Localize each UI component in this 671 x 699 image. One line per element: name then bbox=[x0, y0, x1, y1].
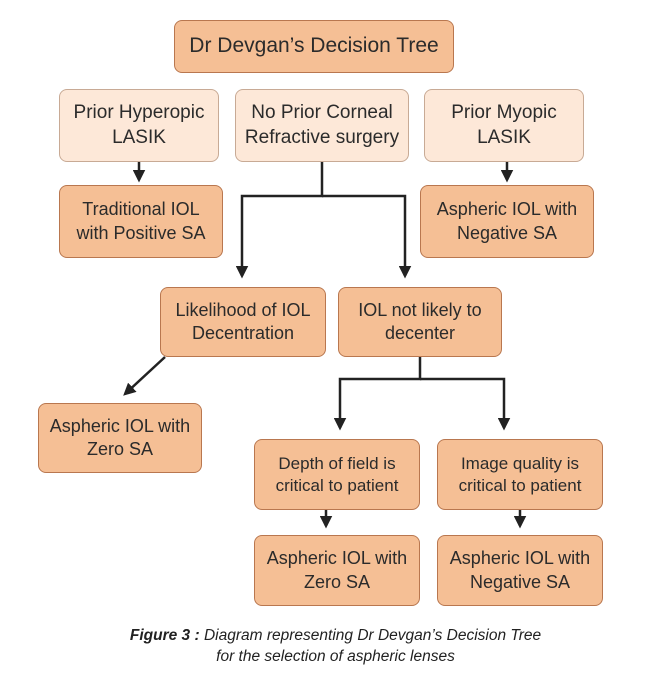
node-aspheric-iol-negative-sa-top: Aspheric IOL with Negative SA bbox=[420, 185, 594, 258]
node-depth-of-field-critical: Depth of field is critical to patient bbox=[254, 439, 420, 510]
figure-caption-text-1: Diagram representing Dr Devgan’s Decisio… bbox=[203, 627, 542, 644]
node-depth-of-field-critical-text: Depth of field is critical to patient bbox=[275, 453, 399, 495]
node-prior-hyperopic-lasik-text: Prior Hyperopic LASIK bbox=[73, 102, 205, 148]
node-aspheric-iol-zero-sa-left-text: Aspheric IOL with Zero SA bbox=[49, 415, 191, 459]
connector-not-likely-split-right bbox=[420, 377, 511, 431]
title-text: Dr Devgan’s Decision Tree bbox=[189, 34, 439, 58]
connector-no-prior-split bbox=[235, 162, 324, 279]
node-aspheric-iol-negative-sa-bottom: Aspheric IOL with Negative SA bbox=[437, 535, 603, 606]
node-likelihood-of-iol-decentration: Likelihood of IOL Decentration bbox=[160, 287, 326, 357]
node-prior-hyperopic-lasik: Prior Hyperopic LASIK bbox=[59, 89, 219, 162]
node-image-quality-critical-text: Image quality is critical to patient bbox=[458, 453, 582, 495]
title-box: Dr Devgan’s Decision Tree bbox=[174, 20, 454, 73]
figure-caption-text-2: for the selection of aspheric lenses bbox=[216, 648, 455, 665]
figure-caption-line2: for the selection of aspheric lenses bbox=[0, 648, 671, 666]
node-image-quality-critical: Image quality is critical to patient bbox=[437, 439, 603, 510]
figure-caption-label: Figure 3 : bbox=[129, 627, 200, 644]
node-iol-not-likely-to-decenter: IOL not likely to decenter bbox=[338, 287, 502, 357]
node-likelihood-of-iol-decentration-text: Likelihood of IOL Decentration bbox=[175, 299, 311, 343]
node-prior-myopic-lasik-text: Prior Myopic LASIK bbox=[451, 102, 557, 148]
node-traditional-iol-positive-sa-text: Traditional IOL with Positive SA bbox=[76, 199, 206, 243]
node-traditional-iol-positive-sa: Traditional IOL with Positive SA bbox=[59, 185, 223, 258]
figure-caption-line1: Figure 3 : Diagram representing Dr Devga… bbox=[0, 627, 671, 645]
node-iol-not-likely-to-decenter-text: IOL not likely to decenter bbox=[358, 299, 482, 343]
node-no-prior-corneal-surgery: No Prior Corneal Refractive surgery bbox=[235, 89, 409, 162]
node-aspheric-iol-negative-sa-top-text: Aspheric IOL with Negative SA bbox=[436, 199, 578, 243]
connector-not-likely-split-left bbox=[333, 357, 422, 431]
node-no-prior-corneal-surgery-text: No Prior Corneal Refractive surgery bbox=[244, 102, 400, 148]
node-aspheric-iol-zero-sa-bottom: Aspheric IOL with Zero SA bbox=[254, 535, 420, 606]
node-prior-myopic-lasik: Prior Myopic LASIK bbox=[424, 89, 584, 162]
connector-likelihood-to-aspheric-zero bbox=[123, 356, 166, 396]
node-aspheric-iol-zero-sa-bottom-text: Aspheric IOL with Zero SA bbox=[266, 548, 408, 592]
connector-no-prior-split-right bbox=[322, 194, 412, 279]
node-aspheric-iol-zero-sa-left: Aspheric IOL with Zero SA bbox=[38, 403, 202, 473]
node-aspheric-iol-negative-sa-bottom-text: Aspheric IOL with Negative SA bbox=[449, 548, 591, 592]
